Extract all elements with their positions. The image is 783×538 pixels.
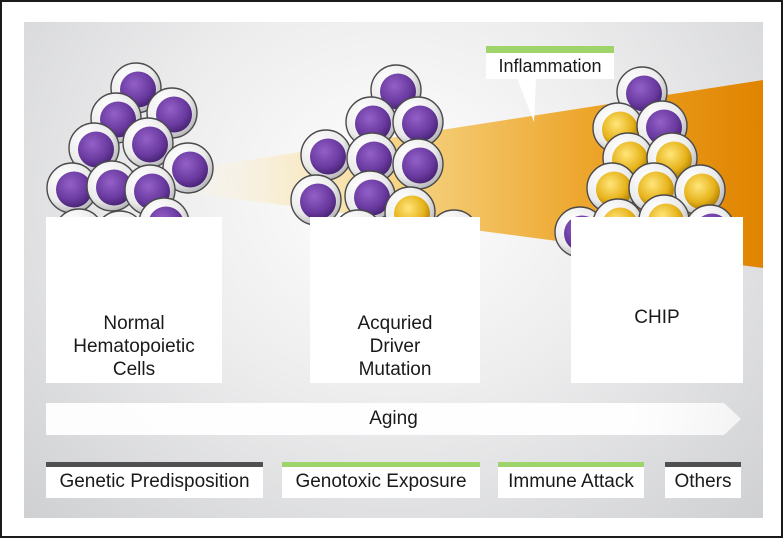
normal-cell [300,129,352,181]
normal-cell [392,138,444,190]
factor-others: Others [665,462,741,498]
stage-driver-card: Acquried Driver Mutation [310,217,480,383]
normal-cell [46,162,98,214]
stage-normal-label: Normal Hematopoietic Cells [73,313,195,380]
normal-cell [346,132,398,184]
stage-driver-label: Acquried Driver Mutation [357,313,433,380]
mutant-cell [674,164,726,216]
normal-cell [122,117,174,169]
callout-pointer [517,78,536,122]
aging-arrow [46,403,741,435]
normal-cell [290,174,342,226]
factor-immune-attack: Immune Attack [498,462,644,498]
stage-chip-label: CHIP [634,306,680,328]
normal-cell [162,142,214,194]
factor-genetic-predisposition: Genetic Predisposition [46,462,263,498]
stage-chip-card: CHIP [571,217,743,383]
stage-normal-card: Normal Hematopoietic Cells [46,217,222,383]
normal-cell [345,96,397,148]
normal-cell [68,122,120,174]
aging-label: Aging [369,408,418,429]
diagram-panel: Inflammation Normal Hematopoietic Cells … [24,22,763,518]
factor-genotoxic-exposure: Genotoxic Exposure [282,462,480,498]
inflammation-label: Inflammation [486,46,614,79]
